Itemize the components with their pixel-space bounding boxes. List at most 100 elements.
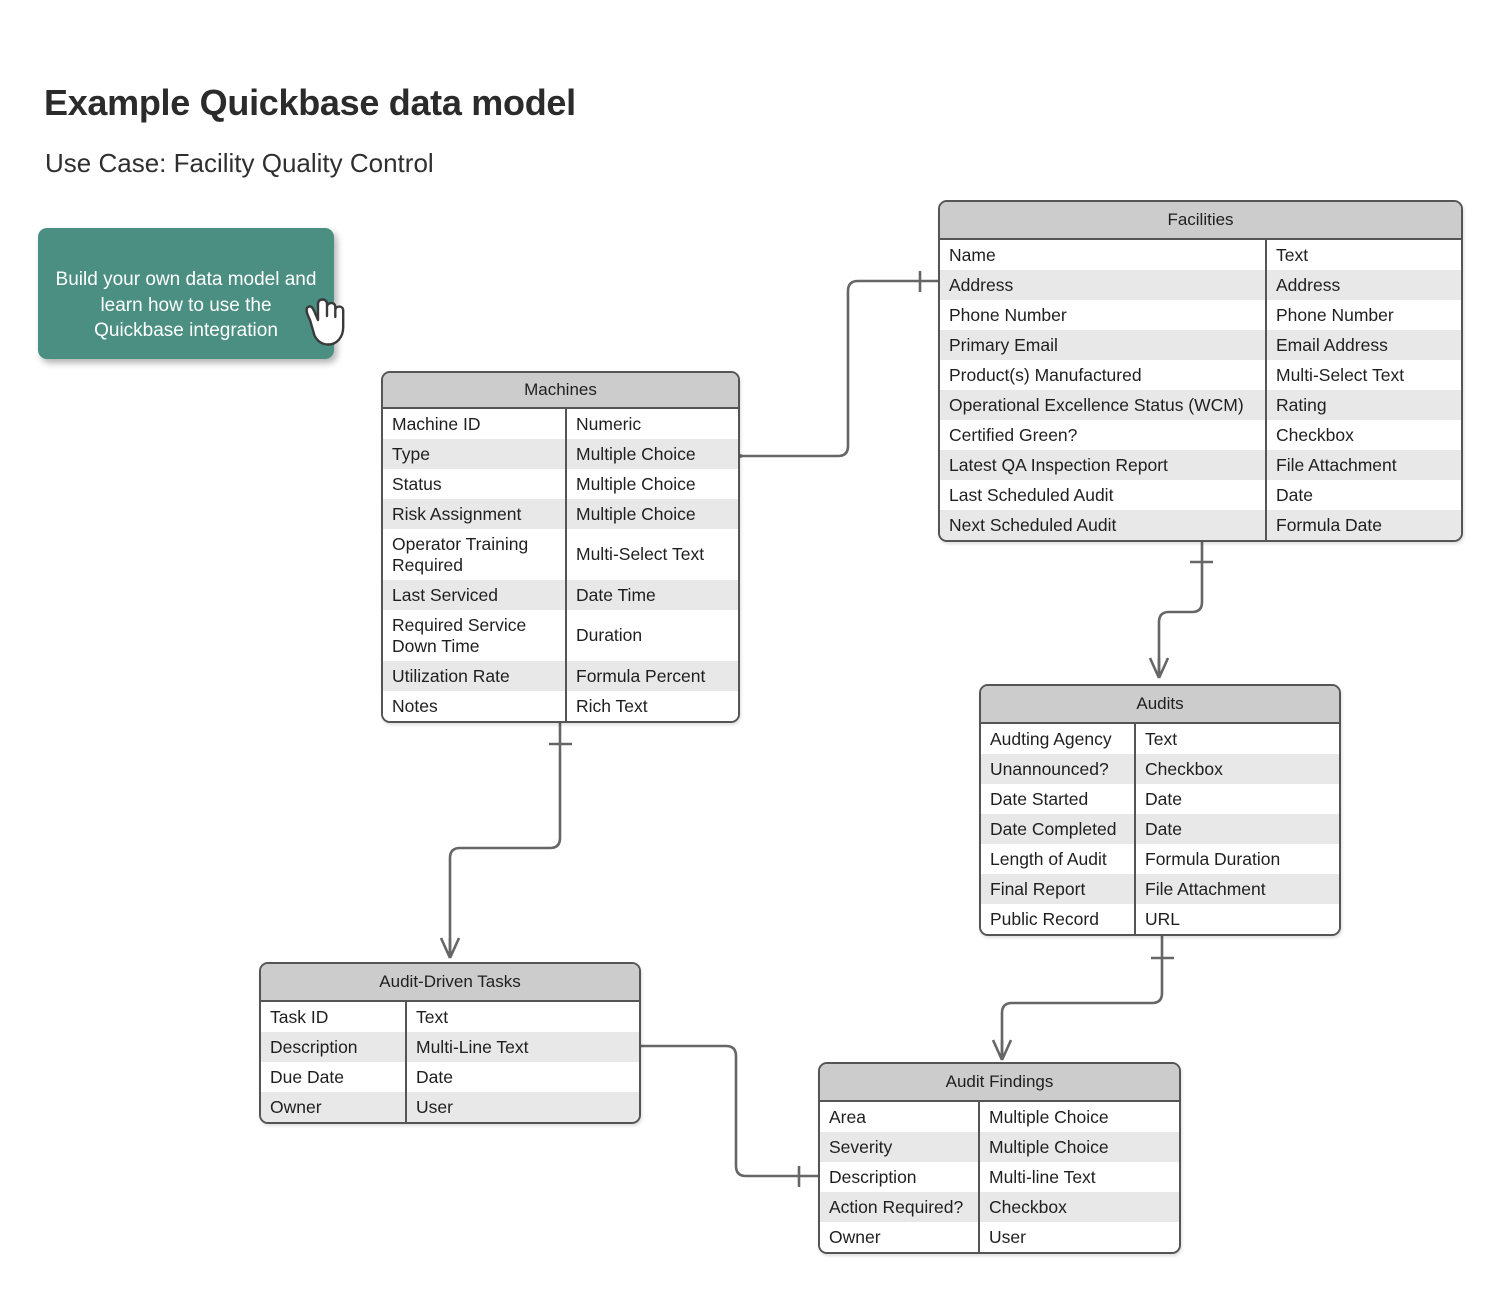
table-row[interactable]: Required Service Down Time Duration (383, 610, 738, 661)
field-type: Multi-Select Text (576, 544, 705, 564)
field-type: Text (1276, 244, 1309, 265)
table-row[interactable]: Phone Number Phone Number (940, 300, 1461, 330)
field-type: File Attachment (1145, 878, 1266, 899)
field-name: Final Report (981, 874, 1136, 904)
table-row[interactable]: Name Text (940, 240, 1461, 270)
field-type: User (989, 1226, 1026, 1247)
table-row[interactable]: Area Multiple Choice (820, 1102, 1179, 1132)
table-row[interactable]: Description Multi-line Text (820, 1162, 1179, 1192)
table-row[interactable]: Operator Training Required Multi-Select … (383, 529, 738, 580)
entity-header-audit-driven-tasks: Audit-Driven Tasks (261, 964, 639, 1002)
entity-table-audits[interactable]: Audits Audting Agency Text Unannounced? … (979, 684, 1341, 936)
field-name: Audting Agency (981, 724, 1136, 754)
field-name: Area (820, 1102, 980, 1132)
field-name: Risk Assignment (383, 499, 567, 529)
table-row[interactable]: Primary Email Email Address (940, 330, 1461, 360)
field-name: Owner (820, 1222, 980, 1252)
field-name: Notes (383, 691, 567, 721)
field-type: Text (416, 1006, 449, 1027)
table-row[interactable]: Certified Green? Checkbox (940, 420, 1461, 450)
table-row[interactable]: Type Multiple Choice (383, 439, 738, 469)
field-type: Multiple Choice (576, 443, 696, 464)
field-type: Multi-Line Text (416, 1036, 529, 1057)
field-name: Product(s) Manufactured (940, 360, 1267, 390)
table-row[interactable]: Machine ID Numeric (383, 409, 738, 439)
table-row[interactable]: Risk Assignment Multiple Choice (383, 499, 738, 529)
field-name: Operator Training Required (383, 529, 567, 580)
table-row[interactable]: Final Report File Attachment (981, 874, 1339, 904)
table-row[interactable]: Length of Audit Formula Duration (981, 844, 1339, 874)
entity-table-audit-findings[interactable]: Audit Findings Area Multiple Choice Seve… (818, 1062, 1181, 1254)
field-type: Checkbox (1276, 424, 1354, 445)
page-title: Example Quickbase data model (44, 82, 576, 123)
field-type: URL (1145, 908, 1181, 929)
table-row[interactable]: Description Multi-Line Text (261, 1032, 639, 1062)
field-name: Machine ID (383, 409, 567, 439)
field-type: Date (1145, 818, 1182, 839)
relationship-tasks-machines (439, 722, 572, 959)
table-row[interactable]: Utilization Rate Formula Percent (383, 661, 738, 691)
field-name: Name (940, 240, 1267, 270)
field-name: Severity (820, 1132, 980, 1162)
field-type: Text (1145, 728, 1178, 749)
table-row[interactable]: Public Record URL (981, 904, 1339, 934)
field-type: Multi-line Text (989, 1166, 1096, 1187)
table-row[interactable]: Date Started Date (981, 784, 1339, 814)
field-name: Operational Excellence Status (WCM) (940, 390, 1267, 420)
relationship-machines-facilities (721, 271, 941, 467)
field-name: Length of Audit (981, 844, 1136, 874)
entity-header-audits: Audits (981, 686, 1339, 724)
field-type: Checkbox (1145, 758, 1223, 779)
table-row[interactable]: Action Required? Checkbox (820, 1192, 1179, 1222)
entity-table-audit-driven-tasks[interactable]: Audit-Driven Tasks Task ID Text Descript… (259, 962, 641, 1124)
table-row[interactable]: Address Address (940, 270, 1461, 300)
table-row[interactable]: Last Scheduled Audit Date (940, 480, 1461, 510)
field-name: Unannounced? (981, 754, 1136, 784)
field-type: Multiple Choice (989, 1136, 1109, 1157)
field-name: Date Started (981, 784, 1136, 814)
table-row[interactable]: Audting Agency Text (981, 724, 1339, 754)
field-name: Description (820, 1162, 980, 1192)
entity-header-audit-findings: Audit Findings (820, 1064, 1179, 1102)
table-row[interactable]: Due Date Date (261, 1062, 639, 1092)
field-name: Public Record (981, 904, 1136, 934)
field-type: Multiple Choice (989, 1106, 1109, 1127)
table-row[interactable]: Owner User (261, 1092, 639, 1122)
field-name: Address (940, 270, 1267, 300)
entity-table-machines[interactable]: Machines Machine ID Numeric Type Multipl… (381, 371, 740, 723)
table-row[interactable]: Next Scheduled Audit Formula Date (940, 510, 1461, 540)
table-row[interactable]: Severity Multiple Choice (820, 1132, 1179, 1162)
field-name: Date Completed (981, 814, 1136, 844)
field-type: File Attachment (1276, 454, 1397, 475)
table-row[interactable]: Operational Excellence Status (WCM) Rati… (940, 390, 1461, 420)
field-type: Date Time (576, 584, 656, 605)
table-row[interactable]: Latest QA Inspection Report File Attachm… (940, 450, 1461, 480)
table-row[interactable]: Unannounced? Checkbox (981, 754, 1339, 784)
table-row[interactable]: Date Completed Date (981, 814, 1339, 844)
page-subtitle: Use Case: Facility Quality Control (45, 148, 434, 178)
entity-header-machines: Machines (383, 373, 738, 409)
table-row[interactable]: Last Serviced Date Time (383, 580, 738, 610)
field-type: Phone Number (1276, 304, 1394, 325)
table-row[interactable]: Product(s) Manufactured Multi-Select Tex… (940, 360, 1461, 390)
field-name: Phone Number (940, 300, 1267, 330)
field-type: Email Address (1276, 334, 1388, 355)
field-name: Required Service Down Time (383, 610, 567, 661)
field-name: Owner (261, 1092, 407, 1122)
table-row[interactable]: Status Multiple Choice (383, 469, 738, 499)
field-name: Next Scheduled Audit (940, 510, 1267, 540)
field-name: Latest QA Inspection Report (940, 450, 1267, 480)
relationship-tasks-findings (620, 1035, 818, 1187)
table-row[interactable]: Owner User (820, 1222, 1179, 1252)
field-type: Checkbox (989, 1196, 1067, 1217)
field-name: Task ID (261, 1002, 407, 1032)
table-row[interactable]: Task ID Text (261, 1002, 639, 1032)
field-name: Due Date (261, 1062, 407, 1092)
callout-banner[interactable]: Build your own data model and learn how … (38, 228, 334, 360)
field-type: Date (1276, 484, 1313, 505)
field-type: Formula Percent (576, 665, 706, 686)
entity-table-facilities[interactable]: Facilities Name Text Address Address Pho… (938, 200, 1463, 542)
table-row[interactable]: Notes Rich Text (383, 691, 738, 721)
relationship-findings-audits (991, 933, 1174, 1061)
